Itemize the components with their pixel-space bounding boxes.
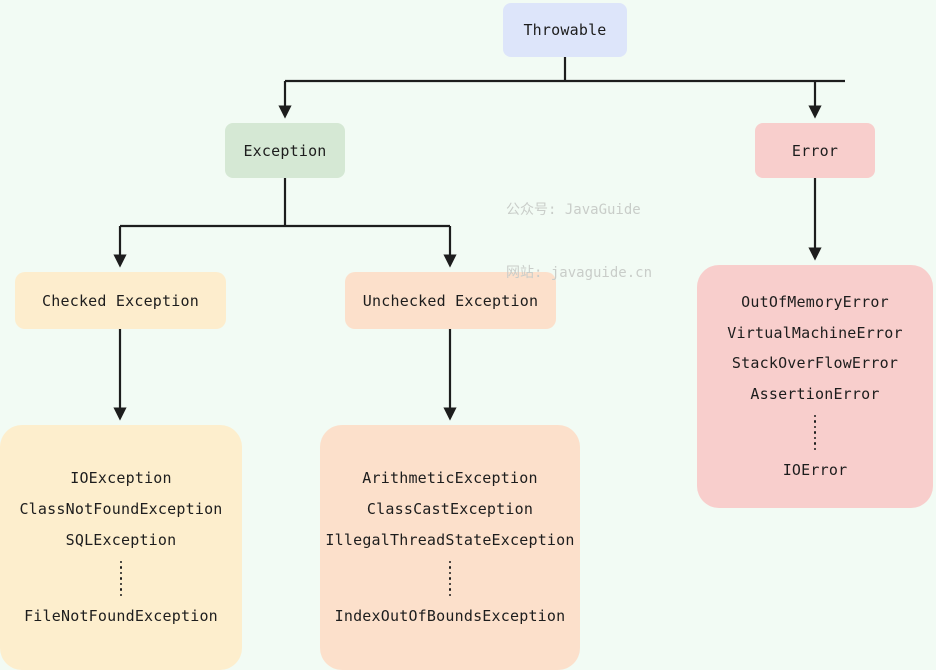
node-throwable[interactable]: Throwable: [503, 3, 627, 57]
node-unchecked-exception[interactable]: Unchecked Exception: [345, 272, 556, 329]
list-item: FileNotFoundException: [24, 607, 218, 625]
watermark-line-2: 网站: javaguide.cn: [506, 265, 653, 281]
list-item: ArithmeticException: [362, 469, 538, 488]
vertical-ellipsis: [813, 410, 817, 456]
list-item: SQLException: [65, 530, 177, 549]
node-checked-exception-label: Checked Exception: [42, 291, 199, 310]
list-item: VirtualMachineError: [727, 323, 903, 342]
watermark-line-1: 公众号: JavaGuide: [506, 202, 641, 218]
node-error-label: Error: [791, 141, 839, 160]
node-checked-exception[interactable]: Checked Exception: [15, 272, 226, 329]
list-item: AssertionError: [750, 385, 880, 404]
watermark: 公众号: JavaGuide 网站: javaguide.cn: [506, 158, 652, 326]
node-exception-label: Exception: [243, 141, 327, 160]
vertical-ellipsis: [119, 556, 123, 602]
list-item: IOError: [782, 461, 848, 480]
list-item: IOException: [70, 469, 172, 488]
node-exception[interactable]: Exception: [225, 123, 345, 178]
list-item: IllegalThreadStateException: [325, 530, 575, 549]
node-throwable-label: Throwable: [523, 21, 607, 39]
list-item: ClassNotFoundException: [19, 500, 223, 518]
node-unchecked-exception-label: Unchecked Exception: [362, 291, 539, 310]
list-item: IndexOutOfBoundsException: [334, 607, 566, 625]
list-item: OutOfMemoryError: [741, 292, 889, 311]
list-item: StackOverFlowError: [731, 354, 899, 373]
vertical-ellipsis: [448, 556, 452, 602]
list-item: ClassCastException: [366, 500, 534, 518]
node-error[interactable]: Error: [755, 123, 875, 178]
